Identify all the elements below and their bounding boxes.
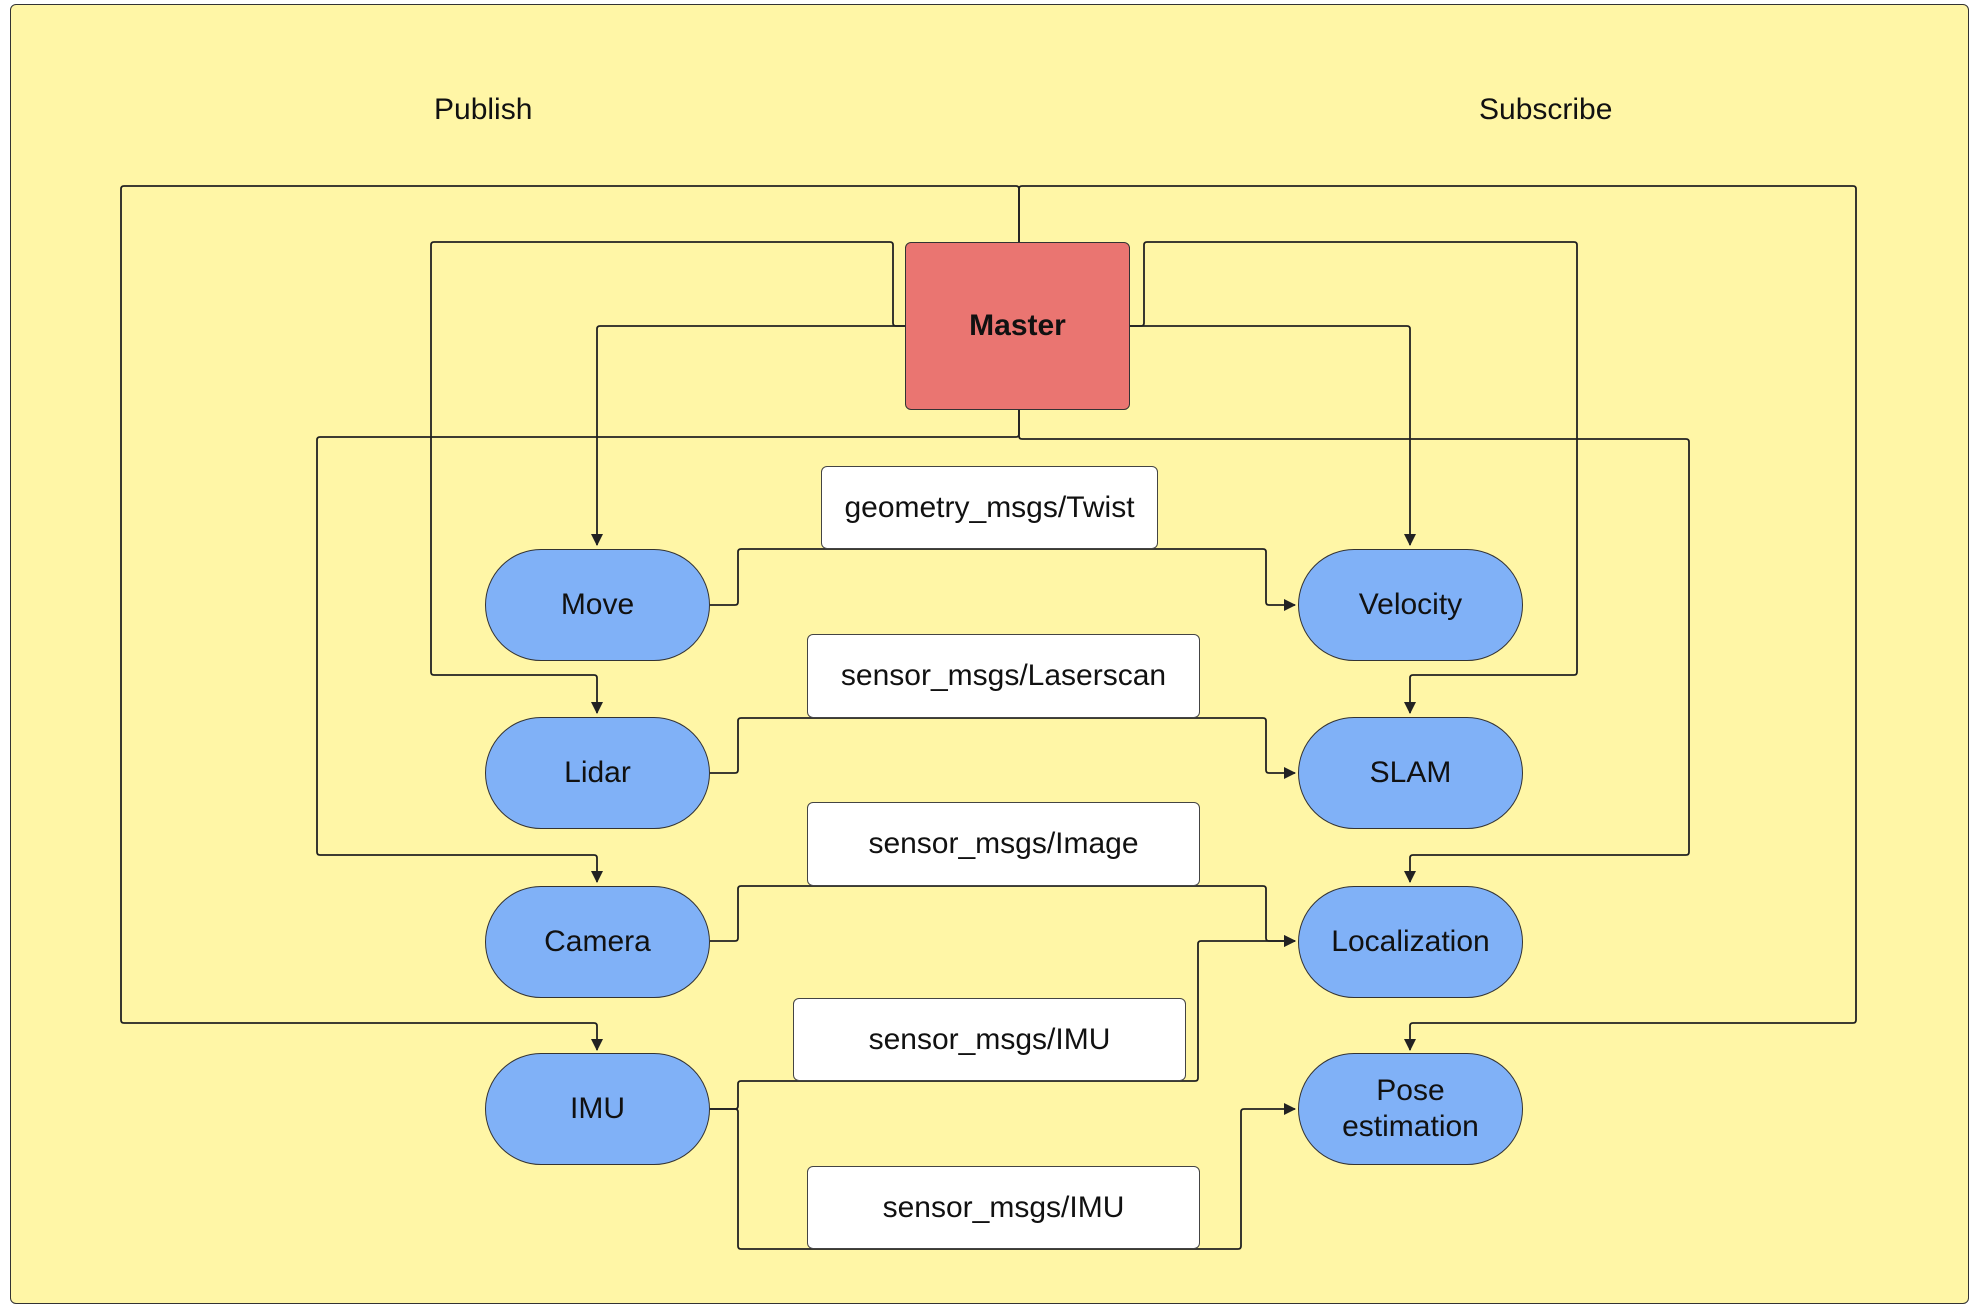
master-to-lidar-line xyxy=(430,241,908,714)
topic-label-imu-pose: sensor_msgs/IMU xyxy=(807,1166,1200,1249)
publisher-node-move[interactable]: Move xyxy=(485,549,710,661)
master-to-slam-line xyxy=(1130,241,1578,714)
subscribe-heading: Subscribe xyxy=(1479,93,1613,126)
master-to-move-line xyxy=(591,325,908,546)
move-to-velocity-line xyxy=(710,548,1296,611)
topic-label-image: sensor_msgs/Image xyxy=(807,802,1200,886)
publisher-node-camera[interactable]: Camera xyxy=(485,886,710,998)
subscriber-node-pose-estimation[interactable]: Pose estimation xyxy=(1298,1053,1523,1165)
publisher-node-imu[interactable]: IMU xyxy=(485,1053,710,1165)
subscriber-node-slam[interactable]: SLAM xyxy=(1298,717,1523,829)
master-to-pose-estimation-line xyxy=(1018,185,1857,1051)
publisher-node-lidar[interactable]: Lidar xyxy=(485,717,710,829)
camera-to-localization-line xyxy=(710,885,1296,947)
imu-to-localization-line xyxy=(710,935,1296,1110)
subscriber-node-velocity[interactable]: Velocity xyxy=(1298,549,1523,661)
lidar-to-slam-line xyxy=(710,717,1296,779)
master-node[interactable]: Master xyxy=(905,242,1130,410)
subscriber-node-localization[interactable]: Localization xyxy=(1298,886,1523,998)
master-to-localization-line xyxy=(1018,410,1690,883)
master-to-camera-line xyxy=(316,410,1020,883)
topic-label-laserscan: sensor_msgs/Laserscan xyxy=(807,634,1200,718)
publish-heading: Publish xyxy=(434,93,533,126)
imu-to-pose-estimation-line xyxy=(710,1103,1296,1250)
master-to-velocity-line xyxy=(1130,325,1416,546)
topic-label-geometry-twist: geometry_msgs/Twist xyxy=(821,466,1158,549)
master-to-imu-line xyxy=(120,185,1020,1051)
topic-label-imu-localization: sensor_msgs/IMU xyxy=(793,998,1186,1081)
